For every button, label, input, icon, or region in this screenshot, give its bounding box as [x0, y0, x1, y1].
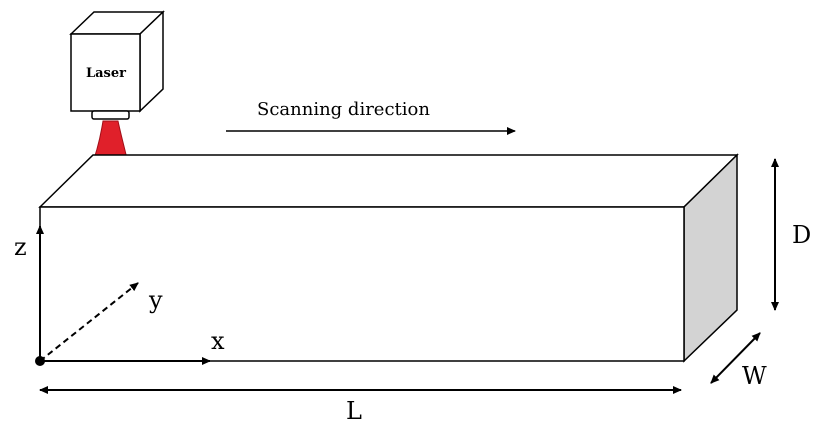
- laser-label: Laser: [86, 66, 126, 81]
- laser-head: Laser: [69, 10, 165, 120]
- x-axis-label: x: [211, 327, 225, 355]
- laser-box-front: [70, 33, 141, 112]
- block-front-face: [39, 206, 685, 362]
- y-axis: [39, 282, 139, 362]
- z-axis-label: z: [14, 233, 27, 261]
- block-top-face: [38, 154, 739, 208]
- origin-point: [35, 356, 45, 366]
- specimen-block: [38, 153, 739, 363]
- width-dimension-arrow: [710, 332, 761, 384]
- y-axis-label: y: [148, 286, 163, 314]
- width-label: W: [742, 362, 767, 390]
- coordinate-axes: z y x: [14, 225, 225, 366]
- laser-nozzle: [91, 110, 130, 120]
- depth-label: D: [792, 221, 811, 249]
- length-label: L: [346, 397, 362, 425]
- dimension-annotations: D W L: [39, 158, 811, 425]
- scanning-direction-label: Scanning direction: [257, 99, 430, 120]
